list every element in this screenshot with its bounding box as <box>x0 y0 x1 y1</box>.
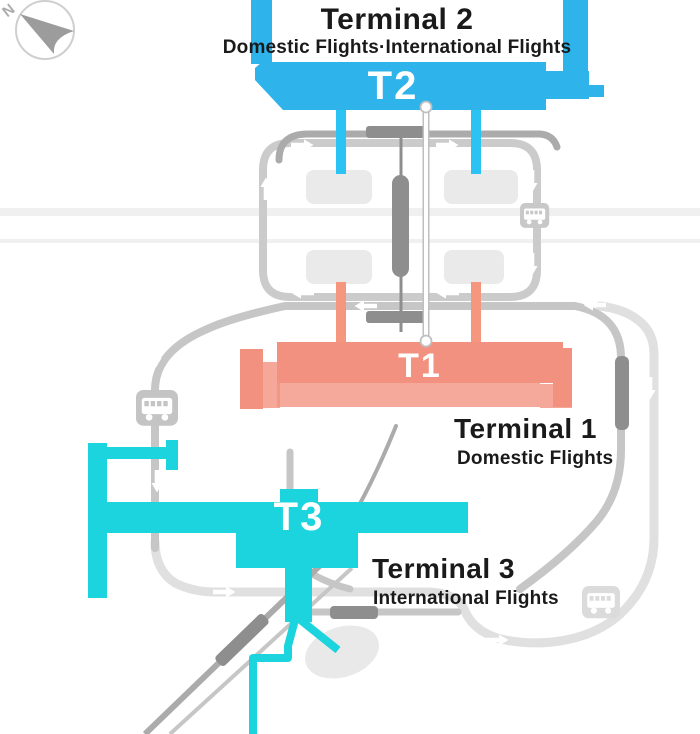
t1-west-step <box>258 362 280 408</box>
t1-south-tier <box>277 383 540 407</box>
terminal-1-subtitle: Domestic Flights <box>457 448 613 469</box>
t1-west-block <box>240 349 263 409</box>
background-transit-lines <box>0 208 700 243</box>
t2-wing-left <box>251 0 272 64</box>
road-terminal1-loop <box>151 302 625 593</box>
t3-rail-branches <box>249 614 341 734</box>
t2-wing-right <box>563 0 588 72</box>
compass-north-label: N <box>0 1 18 21</box>
compass-circle <box>15 0 75 60</box>
walkway-bar-east <box>615 356 629 430</box>
parking-lot <box>444 250 504 284</box>
terminal-connectors <box>336 108 481 346</box>
t2-connector <box>336 108 346 174</box>
bus-stop-icon <box>582 586 620 619</box>
parking-lot <box>444 170 518 204</box>
t2-connector <box>471 108 481 174</box>
t1-east-step <box>540 384 572 408</box>
apm-terminus-north <box>419 100 433 114</box>
compass: N <box>0 0 75 60</box>
parking-lots <box>306 170 518 284</box>
t1-connector <box>336 282 346 346</box>
apm-terminus-south <box>419 334 433 348</box>
terminal-1-title: Terminal 1 <box>454 413 597 444</box>
t1-main-hall <box>277 342 563 383</box>
terminal-2-building <box>251 0 604 110</box>
bus-stop-icon <box>520 203 550 228</box>
walkway-bar-north <box>366 126 428 138</box>
t1-code-label: T1 <box>398 347 442 385</box>
apm-line <box>419 100 433 348</box>
parking-lot <box>306 170 372 204</box>
parking-lot <box>306 250 372 284</box>
terminal-1-building <box>240 342 572 409</box>
t2-code-label: T2 <box>368 64 419 108</box>
terminal-2-subtitle: Domestic Flights·International Flights <box>223 37 572 58</box>
terminal-2-title: Terminal 2 <box>321 3 474 36</box>
terminal-3-subtitle: International Flights <box>373 588 559 609</box>
terminal-labels: Terminal 2 Domestic Flights·Internationa… <box>223 3 613 609</box>
t3-stem <box>285 558 312 622</box>
terminal-3-title: Terminal 3 <box>372 553 515 584</box>
transit-line-upper <box>0 208 700 216</box>
t3-north-arm <box>88 447 172 459</box>
road-parking-loop <box>259 139 541 301</box>
walkway-bar-center <box>392 175 409 277</box>
t3-arm-cap <box>166 440 178 470</box>
walkways <box>215 126 629 666</box>
t1-connector <box>471 282 481 346</box>
t3-north-bump <box>280 489 318 503</box>
t3-code-label: T3 <box>274 495 325 539</box>
t2-main-hall <box>255 62 604 110</box>
transit-line-lower <box>0 239 700 243</box>
walkway-bar-t3 <box>330 606 378 619</box>
bus-stop-icon <box>136 390 178 426</box>
terminal-3-building <box>88 440 468 622</box>
walkway-bar-diagonal <box>215 614 269 666</box>
walkway-bar-south <box>366 311 428 323</box>
road-outer-ring <box>150 301 659 648</box>
compass-needle-icon <box>20 14 74 54</box>
